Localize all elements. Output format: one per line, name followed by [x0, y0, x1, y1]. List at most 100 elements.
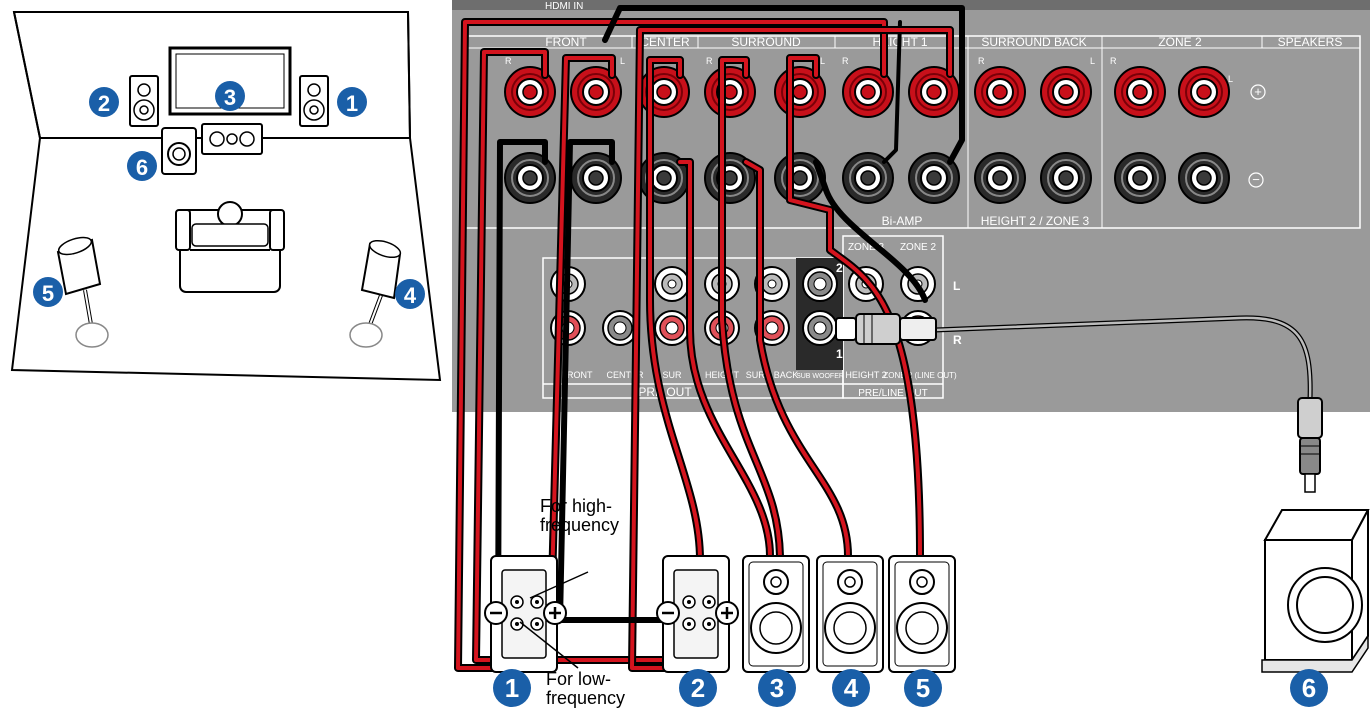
speaker-4-icon: [816, 555, 884, 673]
rca-surround-l[interactable]: [654, 266, 690, 302]
badge-4: 4: [832, 669, 870, 707]
plus-indicator: +: [1254, 84, 1262, 99]
svg-text:2: 2: [691, 673, 705, 703]
pre-line-zone2-label: ZONE 2 (LINE OUT): [883, 371, 957, 380]
svg-text:1: 1: [505, 673, 519, 703]
surround-back-l-label: L: [1090, 56, 1095, 66]
room-badge-3: 3: [215, 81, 245, 111]
room-badge-4: 4: [395, 279, 425, 309]
rca-subwoofer-1[interactable]: [802, 310, 838, 346]
room-badge-6: 6: [127, 151, 157, 181]
pre-out-height-label: HEIGHT: [705, 370, 740, 380]
low-frequency-line1: For low-: [546, 669, 611, 689]
zone2-r-label: R: [1110, 56, 1117, 66]
badge-5: 5: [904, 669, 942, 707]
pre-out-center-label: CENTER: [606, 370, 644, 380]
room-subwoofer-icon: [161, 127, 197, 175]
terminal-zone2-l-minus[interactable]: [1178, 152, 1230, 204]
speaker-5-icon: [888, 555, 956, 673]
surround-r-label: R: [706, 56, 713, 66]
svg-text:5: 5: [916, 673, 930, 703]
pre-out-label: PRE OUT: [638, 385, 692, 399]
room-badge-1: 1: [337, 87, 367, 117]
terminal-zone2-r-minus[interactable]: [1114, 152, 1166, 204]
subwoofer-icon: [1261, 509, 1370, 673]
high-frequency-line2: frequency: [540, 515, 619, 535]
room-speaker-surround-right-icon: [349, 239, 402, 348]
height1-r-label: R: [842, 56, 849, 66]
badge-1: 1: [493, 669, 531, 707]
pre-line-out-label: PRE/LINE OUT: [858, 388, 927, 399]
receiver-rear-panel: HDMI IN FRONT CENTER SURROUND HEIGHT 1 S…: [452, 0, 1370, 412]
pre-out-subwoofer-label: SUB WOOFER: [796, 373, 844, 380]
room-speaker-front-left-icon: [129, 75, 159, 127]
rca-plug-speaker-end: [1297, 397, 1323, 493]
wire-center: [646, 56, 774, 564]
zone2-label: ZONE 2: [900, 242, 937, 253]
room-badge-5: 5: [33, 277, 63, 307]
svg-text:6: 6: [1302, 673, 1316, 703]
svg-text:4: 4: [844, 673, 859, 703]
high-frequency-note: For high- frequency: [540, 496, 619, 535]
high-frequency-line1: For high-: [540, 496, 612, 516]
terminal-surround-back-l-minus[interactable]: [1040, 152, 1092, 204]
sub-2-label: 2: [836, 261, 843, 275]
badge-2: 2: [679, 669, 717, 707]
rca-subwoofer-2[interactable]: [802, 266, 838, 302]
wire-surround-left: [786, 54, 928, 560]
low-frequency-note: For low- frequency: [546, 669, 625, 708]
terminal-surround-back-l-plus[interactable]: [1040, 66, 1092, 118]
minus-indicator: −: [1252, 172, 1260, 187]
pre-line-height2-label: HEIGHT 2: [845, 370, 886, 380]
surround-back-r-label: R: [978, 56, 985, 66]
terminal-zone2-r-plus[interactable]: [1114, 66, 1166, 118]
terminal-surround-back-r-minus[interactable]: [974, 152, 1026, 204]
svg-text:3: 3: [770, 673, 784, 703]
room-speaker-surround-left-icon: [56, 236, 109, 348]
room-layout: 1 2 3 4 5 6: [10, 11, 442, 382]
svg-text:2: 2: [98, 91, 110, 116]
terminal-surround-back-r-plus[interactable]: [974, 66, 1026, 118]
speaker-3-icon: [742, 555, 810, 673]
front-group-label: FRONT: [545, 35, 587, 49]
room-speaker-center-icon: [201, 123, 263, 155]
zone3-label: ZONE 3: [848, 242, 885, 253]
zone2-l-label: L: [1228, 74, 1233, 84]
pre-out-front-label: FRONT: [562, 370, 593, 380]
svg-text:1: 1: [346, 91, 358, 116]
hdmi-in-label: HDMI IN: [545, 1, 583, 12]
zone2-group-label: ZONE 2: [1158, 35, 1202, 49]
front-r-label: R: [505, 56, 512, 66]
center-group-label: CENTER: [640, 35, 690, 49]
surround-group-label: SURROUND: [731, 35, 801, 49]
wire-subwoofer: [932, 315, 1313, 403]
room-speaker-front-right-icon: [299, 75, 329, 127]
speakers-label: SPEAKERS: [1278, 35, 1343, 49]
svg-text:4: 4: [404, 283, 417, 308]
front-l-label: L: [620, 56, 625, 66]
surround-l-label: L: [820, 56, 825, 66]
low-frequency-line2: frequency: [546, 688, 625, 708]
svg-text:6: 6: [136, 155, 148, 180]
surround-back-group-label: SURROUND BACK: [981, 35, 1086, 49]
height2-zone3-label: HEIGHT 2 / ZONE 3: [981, 214, 1090, 228]
svg-text:3: 3: [224, 85, 236, 110]
svg-text:5: 5: [42, 281, 54, 306]
row-r-label: R: [953, 333, 962, 347]
badge-3: 3: [758, 669, 796, 707]
pre-out-sur-label: SUR: [662, 370, 682, 380]
bi-amp-label: Bi-AMP: [882, 214, 923, 228]
terminal-zone2-l-plus[interactable]: [1178, 66, 1230, 118]
rca-center[interactable]: [602, 310, 638, 346]
speaker-2-bi-amp-icon: [655, 554, 740, 674]
rca-surround-r[interactable]: [654, 310, 690, 346]
badge-6: 6: [1290, 669, 1328, 707]
rca-plug-subwoofer-end: [835, 313, 937, 345]
wire-surround-right: [718, 56, 852, 560]
sub-1-label: 1: [836, 347, 843, 361]
row-l-label: L: [953, 279, 960, 293]
speaker-1-bi-amp-icon: [483, 554, 568, 674]
sofa-icon: [175, 201, 285, 293]
room-badge-2: 2: [89, 87, 119, 117]
